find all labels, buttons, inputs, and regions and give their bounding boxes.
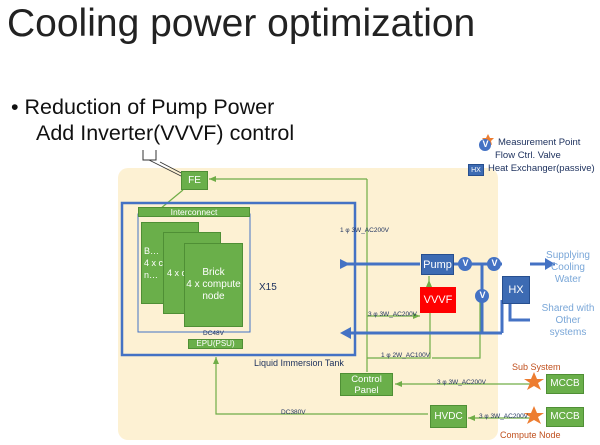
shared-line1: Shared with	[541, 303, 595, 314]
brick-back-1-label: 4 x c…	[167, 268, 196, 278]
supply-line2: Cooling	[551, 262, 585, 273]
fe-box: FE	[181, 171, 208, 190]
fe-bracket	[142, 150, 157, 161]
compute-node-label: Compute Node	[500, 430, 561, 440]
shared-line3: systems	[549, 327, 587, 338]
supply-line3: Water	[554, 274, 582, 285]
mccb-compute-box: MCCB	[546, 407, 584, 427]
label-ac200v-panel: 3 φ 3W_AC200V	[437, 379, 487, 386]
brick-front-line3: node	[202, 291, 225, 302]
valve-3-icon	[475, 289, 489, 303]
fe-bracket-lines	[148, 159, 186, 179]
brick-back-2-line3: n…	[144, 270, 159, 280]
tank-label: Liquid Immersion Tank	[254, 358, 344, 368]
legend-valve-label: Flow Ctrl. Valve	[495, 150, 561, 161]
shared-line2: Other	[555, 315, 581, 326]
bullet-inverter: Add Inverter(VVVF) control	[36, 121, 295, 145]
mccb-sub-box: MCCB	[546, 374, 584, 394]
valve-2-icon	[487, 257, 501, 271]
brick-back-2-label: B…	[144, 246, 160, 256]
valve-3-letter: V	[479, 290, 486, 300]
vvvf-box: VVVF	[420, 287, 456, 313]
wire-fe-interconnect	[159, 189, 184, 210]
star-compute-node-icon	[524, 406, 544, 424]
brick-front: Brick 4 x compute node	[184, 243, 243, 327]
valve-1-icon	[458, 257, 472, 271]
star-sub-system-icon	[524, 372, 544, 390]
brick-front-line2: 4 x compute	[186, 279, 241, 290]
epu-box: EPU(PSU)	[188, 339, 243, 349]
label-ac200v-hvdc: 3 φ 3W_AC200V	[479, 413, 529, 420]
sub-system-label: Sub System	[512, 362, 561, 372]
supply-line1: Supplying	[546, 250, 590, 261]
brick-back-2-line2: 4 x c…	[144, 258, 173, 268]
bullet-pump-power: • Reduction of Pump Power	[11, 95, 275, 119]
pump-box: Pump	[421, 254, 454, 275]
legend-valve-letter: V	[482, 139, 489, 149]
page-title: Cooling power optimization	[7, 2, 476, 45]
brick-front-line1: Brick	[202, 267, 225, 278]
valve-2-letter: V	[491, 258, 498, 268]
control-panel-line2: Panel	[354, 384, 379, 396]
legend-valve-icon	[479, 139, 491, 151]
control-panel-box: Control Panel	[340, 373, 393, 396]
wire-dc380v	[215, 357, 428, 415]
legend-hx-label: Heat Exchanger(passive)	[488, 163, 595, 174]
valves	[458, 139, 501, 303]
interconnect-bar: Interconnect	[138, 207, 250, 217]
label-ac100v: 1 φ 2W_AC100V	[381, 352, 431, 359]
label-ac200v-vvvf: 3 φ 3W_AC200V	[368, 311, 418, 318]
legend-hx-icon: HX	[468, 164, 484, 176]
pipe-arrows	[340, 258, 555, 339]
hx-box: HX	[502, 276, 530, 304]
shared-systems-text: Shared with Other systems	[538, 303, 598, 339]
valve-1-letter: V	[462, 258, 469, 268]
control-panel-line1: Control	[351, 373, 382, 385]
wire-arrows	[209, 176, 475, 421]
compute-enclosure	[120, 201, 357, 357]
wire-ac100v-valve	[432, 300, 481, 359]
x15-label: X15	[259, 282, 277, 293]
legend-measurement-label: Measurement Point	[498, 137, 581, 148]
dc48v-label: DC48V	[203, 330, 224, 337]
hvdc-box: HVDC	[430, 405, 467, 428]
label-ac200v-top: 1 φ 3W_AC200V	[340, 227, 390, 234]
dc380v-label: DC380V	[281, 409, 306, 416]
supply-water-text: Supplying Cooling Water	[538, 250, 598, 286]
